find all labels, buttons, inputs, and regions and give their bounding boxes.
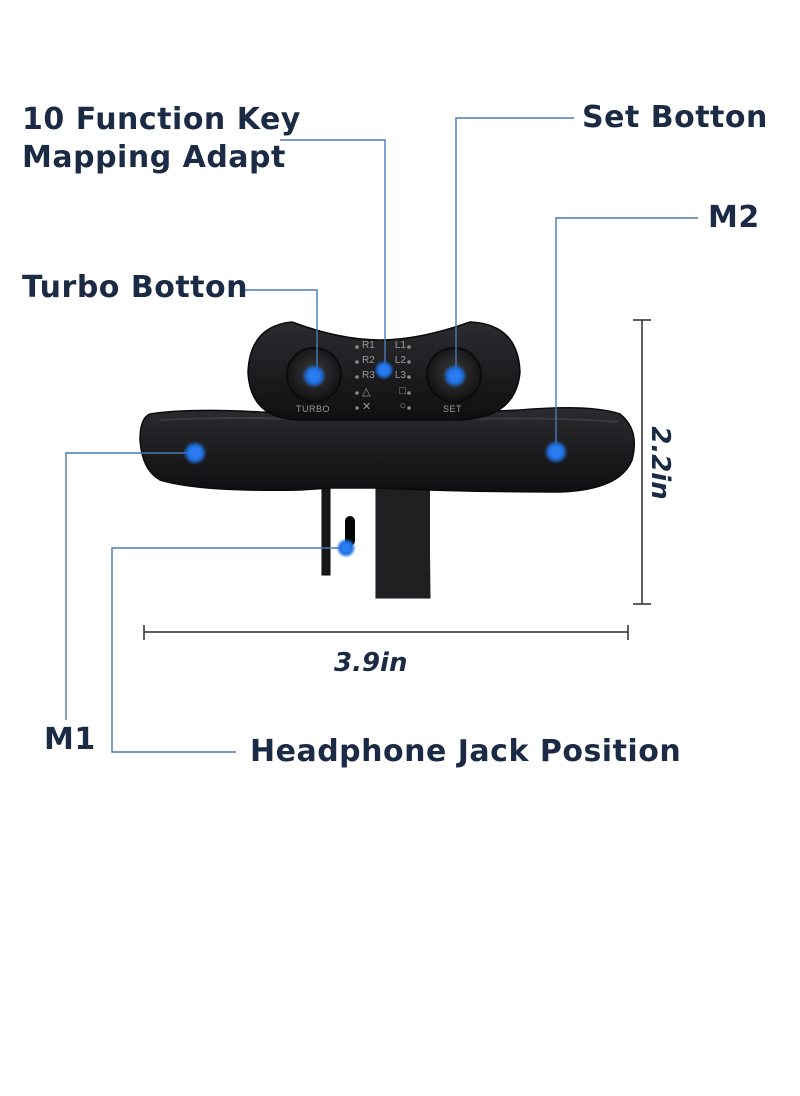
- key-r2: R2: [362, 355, 375, 366]
- m2-label: M2: [708, 200, 760, 235]
- key-r1: R1: [362, 340, 375, 351]
- height-dimension-line: [633, 319, 651, 605]
- headphone-jack-label: Headphone Jack Position: [250, 734, 682, 769]
- key-triangle: △: [362, 386, 371, 398]
- leader-function-key: [280, 139, 386, 368]
- key-square: □: [399, 385, 406, 397]
- key-l1: L1: [394, 340, 406, 351]
- mapping-led-dots: [355, 345, 411, 410]
- key-cross: ✕: [362, 401, 372, 413]
- function-key-label-line2: Mapping Adapt: [22, 140, 286, 175]
- key-circle: ○: [399, 400, 406, 412]
- key-r3: R3: [362, 370, 375, 381]
- width-dimension-label: 3.9in: [334, 648, 408, 678]
- set-button-label: Set Botton: [582, 100, 768, 135]
- leader-lines: [65, 117, 698, 753]
- function-key-label-line1: 10 Function Key: [22, 102, 301, 137]
- m1-label: M1: [44, 722, 96, 757]
- turbo-button-label: Turbo Botton: [22, 270, 248, 305]
- paddle-body: [139, 407, 635, 493]
- leader-turbo: [242, 289, 318, 372]
- leader-m2: [555, 217, 698, 450]
- mapping-key-grid: R1 L1 R2 L2 R3 L3 △ □ ✕ ○: [362, 340, 406, 415]
- leader-headphone-jack: [111, 547, 346, 753]
- height-dimension-label: 2.2in: [645, 426, 675, 500]
- indicator-dots: [183, 360, 568, 558]
- width-dimension-line: [143, 625, 629, 640]
- leader-m1: [65, 452, 195, 720]
- key-l3: L3: [394, 370, 406, 381]
- leader-set-button: [455, 117, 574, 372]
- turbo-device-label: TURBO: [296, 404, 330, 414]
- key-l2: L2: [394, 355, 406, 366]
- set-device-label: SET: [443, 404, 463, 414]
